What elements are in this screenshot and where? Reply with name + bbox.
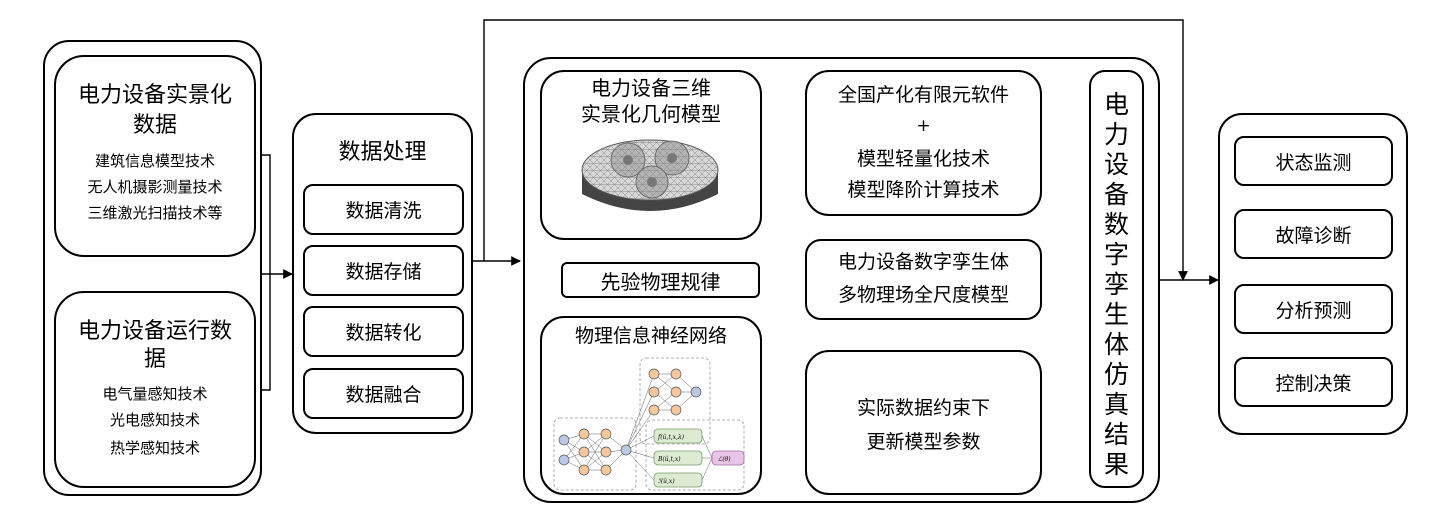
- realscene-title-1: 电力设备实景化: [77, 83, 232, 108]
- operation-item: 电气量感知技术: [102, 385, 208, 403]
- nn-loss-label: ℒ(θ): [718, 456, 731, 463]
- app-fault-diagnosis: 故障诊断: [1234, 209, 1393, 259]
- step-data-transformation: 数据转化: [303, 306, 464, 357]
- fem-line: 模型轻量化技术: [856, 148, 990, 170]
- parameter-update-box: 实际数据约束下 更新模型参数: [805, 350, 1042, 495]
- simulation-result-label: 电 力 设 备 数 字 孪 生 体 仿 真 结 果: [1091, 90, 1142, 480]
- fem-software-box: 全国产化有限元软件 + 模型轻量化技术 模型降阶计算技术: [805, 70, 1042, 216]
- prior-physics-box: 先验物理规律: [561, 262, 760, 298]
- fem-line: 全国产化有限元软件: [837, 84, 1009, 106]
- update-line-1: 实际数据约束下: [856, 397, 990, 419]
- result-char: 备: [1103, 180, 1129, 209]
- processing-title: 数据处理: [338, 140, 427, 165]
- app-analysis-prediction: 分析预测: [1234, 284, 1393, 334]
- digital-twin-model-box: 电力设备数字孪生体 多物理场全尺度模型: [805, 239, 1042, 320]
- result-char: 设: [1103, 150, 1129, 179]
- nn-initial-label: ℐ(û,x): [658, 478, 675, 485]
- realscene-item: 三维激光扫描技术等: [87, 204, 223, 222]
- result-char: 结: [1103, 420, 1129, 449]
- operation-title-1: 电力设备运行数: [77, 319, 232, 344]
- pinn-box: 物理信息神经网络: [540, 316, 762, 495]
- operation-title-2: 据: [143, 347, 166, 372]
- result-char: 字: [1103, 240, 1129, 269]
- realscene-item: 建筑信息模型技术: [94, 152, 215, 170]
- result-char: 真: [1103, 390, 1129, 419]
- step-data-storage: 数据存储: [303, 245, 464, 296]
- nn-boundary-label: B(û,t,x): [657, 456, 681, 463]
- result-char: 生: [1103, 300, 1129, 329]
- cable-mesh-image: [581, 139, 719, 211]
- pinn-title: 物理信息神经网络: [574, 325, 727, 347]
- result-char: 果: [1103, 450, 1129, 479]
- realscene-title-2: 数据: [132, 113, 177, 138]
- step-data-cleaning: 数据清洗: [303, 184, 464, 235]
- pinn-network-figure: f(û,t,x,λ) B(û,t,x) ℐ(û,x) ℒ(θ): [553, 357, 745, 491]
- operation-item: 热学感知技术: [109, 439, 200, 457]
- twin-model-line-1: 电力设备数字孪生体: [837, 251, 1009, 273]
- step-data-fusion: 数据融合: [303, 368, 464, 419]
- fem-line: 模型降阶计算技术: [847, 179, 1000, 201]
- app-control-decision: 控制决策: [1234, 357, 1393, 407]
- realscene-data-box: 电力设备实景化 数据 建筑信息模型技术 无人机摄影测量技术 三维激光扫描技术等: [54, 55, 256, 257]
- result-char: 孪: [1103, 270, 1129, 299]
- update-line-2: 更新模型参数: [866, 431, 981, 453]
- result-char: 数: [1103, 210, 1129, 239]
- geometry-model-title-2: 实景化几何模型: [581, 102, 721, 126]
- simulation-result-box: 电 力 设 备 数 字 孪 生 体 仿 真 结 果: [1089, 70, 1144, 488]
- nn-residual-label: f(û,t,x,λ): [657, 434, 685, 441]
- realscene-item: 无人机摄影测量技术: [87, 178, 223, 196]
- operation-data-box: 电力设备运行数 据 电气量感知技术 光电感知技术 热学感知技术: [54, 291, 256, 488]
- result-char: 力: [1103, 120, 1129, 149]
- result-char: 体: [1103, 330, 1129, 359]
- fem-plus: +: [916, 116, 931, 136]
- geometry-model-box: 电力设备三维 实景化几何模型: [540, 70, 762, 240]
- geometry-model-title-1: 电力设备三维: [591, 76, 711, 100]
- twin-model-line-2: 多物理场全尺度模型: [837, 284, 1009, 306]
- operation-item: 光电感知技术: [109, 411, 200, 429]
- result-char: 电: [1103, 90, 1129, 119]
- app-status-monitoring: 状态监测: [1234, 136, 1393, 186]
- result-char: 仿: [1103, 360, 1129, 389]
